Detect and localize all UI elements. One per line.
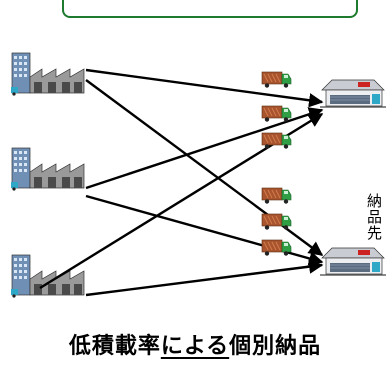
caption-underlined: による — [160, 334, 230, 359]
caption-part-2: 個別納品 — [229, 334, 322, 359]
diagram-caption: 低積載率による個別納品 — [0, 328, 390, 360]
factory-icon — [10, 52, 85, 97]
truck-icon — [261, 239, 292, 257]
caption-part-1: 低積載率 — [68, 334, 161, 359]
delivery-arrow — [85, 259, 324, 297]
delivery-arrow — [85, 68, 324, 108]
warehouse-icon — [319, 247, 387, 276]
factory-icon — [10, 147, 85, 192]
truck-icon — [261, 132, 292, 150]
factory-icon — [10, 254, 85, 299]
delivery-arrow — [85, 107, 324, 190]
top-banner — [62, 0, 358, 18]
truck-icon — [261, 213, 292, 231]
destination-label: 納品先 — [365, 193, 383, 241]
warehouse-icon — [319, 79, 387, 108]
truck-icon — [261, 187, 292, 205]
truck-icon — [261, 105, 292, 123]
truck-icon — [261, 71, 292, 89]
